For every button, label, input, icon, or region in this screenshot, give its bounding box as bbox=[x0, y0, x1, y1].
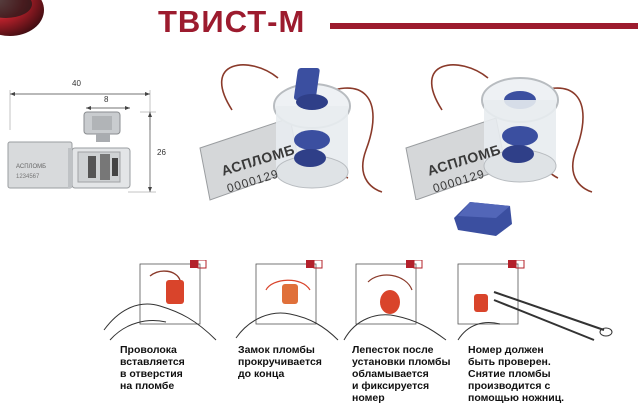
seal-product-icon bbox=[405, 64, 593, 201]
drawing-body-number: 1234567 bbox=[16, 174, 40, 180]
seal-locked: АСПЛОМБ 0000129 bbox=[400, 40, 600, 201]
seal-product-icon bbox=[199, 64, 383, 201]
page-title: ТВИСТ-М bbox=[158, 4, 306, 39]
header-accent-bar bbox=[330, 23, 638, 29]
drawing-body-label: АСПЛОМБ bbox=[16, 164, 47, 170]
dim-width-total: 40 bbox=[72, 79, 81, 88]
technical-drawing: 40 8 26 АСПЛОМБ 1234567 bbox=[0, 68, 178, 216]
corner-disc-decoration bbox=[0, 0, 44, 36]
seal-side-view-icon bbox=[7, 90, 156, 193]
hand-break-tab-icon bbox=[343, 260, 447, 341]
seal-with-lock-key: АСПЛОМБ 0000129 bbox=[190, 40, 390, 220]
dim-height: 26 bbox=[157, 148, 166, 157]
hand-twist-lock-icon bbox=[235, 260, 339, 341]
scissors-cut-icon bbox=[457, 260, 613, 341]
hand-insert-wire-icon bbox=[103, 260, 217, 341]
dim-width-head: 8 bbox=[104, 95, 109, 104]
detached-key-icon bbox=[454, 202, 512, 236]
